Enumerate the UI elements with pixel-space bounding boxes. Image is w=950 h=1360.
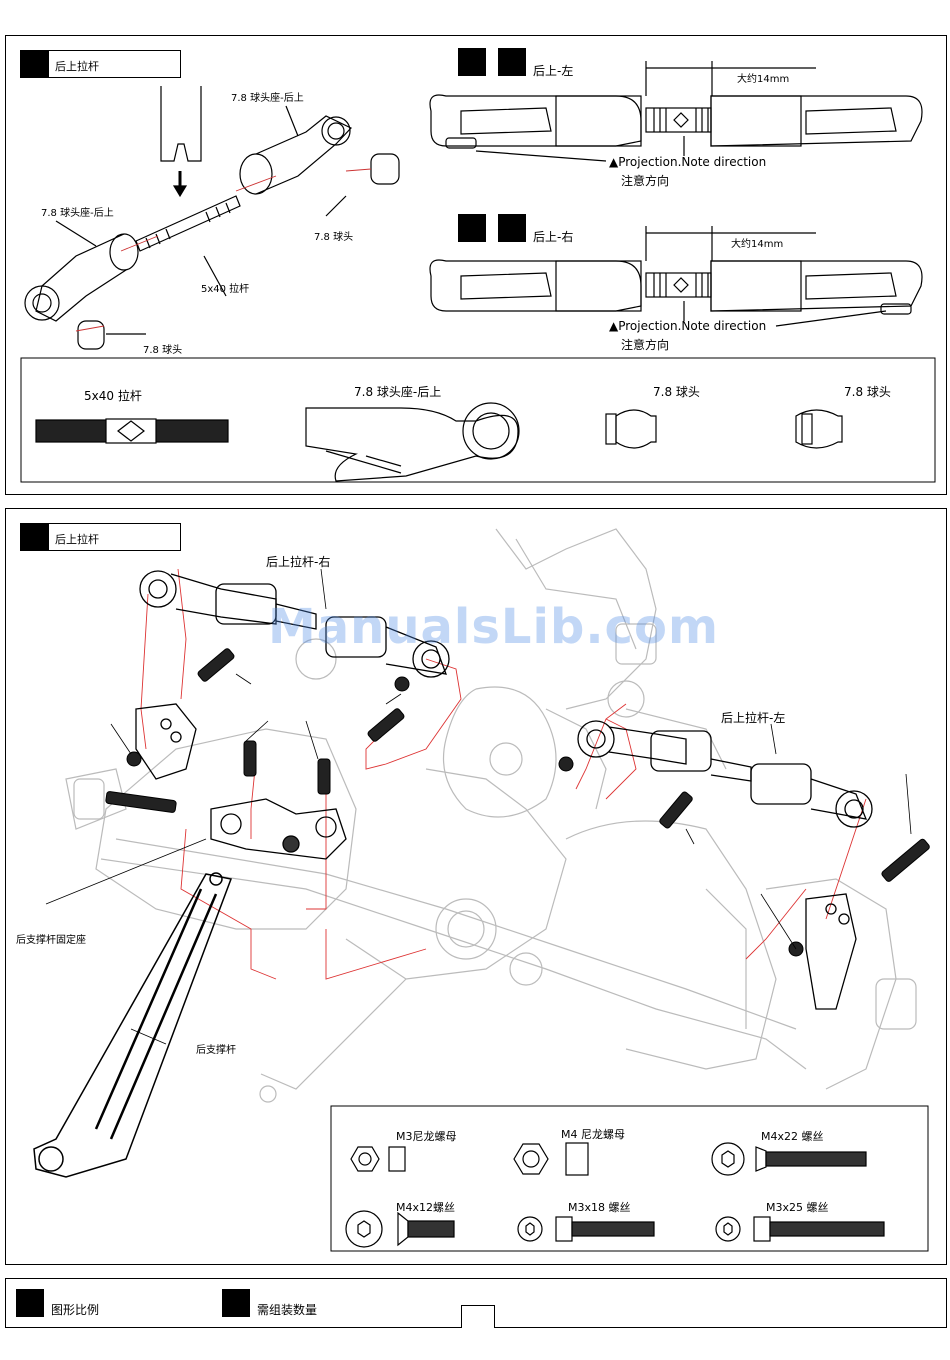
right-view-note-cn: 注意方向 <box>621 336 669 353</box>
label-balljoint-right: 7.8 球头 <box>314 228 353 243</box>
left-view-box-1 <box>458 48 486 76</box>
left-view-note-cn: 注意方向 <box>621 172 669 189</box>
label-balljoint-bottom: 7.8 球头 <box>143 341 182 356</box>
legend-panel: 图形比例 需组装数量 <box>5 1278 947 1328</box>
step2-title: 后上拉杆 <box>55 531 99 547</box>
right-view-dim: 大约14mm <box>731 235 783 250</box>
scale-box <box>16 1289 44 1317</box>
step1-drawing <box>6 36 946 494</box>
legend-quantity: 需组装数量 <box>257 1301 317 1318</box>
quantity-box <box>222 1289 250 1317</box>
label-rod-right: 后上拉杆-右 <box>266 553 330 570</box>
label-rod-left: 后上拉杆-左 <box>721 709 785 726</box>
legend-scale: 图形比例 <box>51 1301 99 1318</box>
part-label-balljoint-2: 7.8 球头 <box>844 383 891 400</box>
label-strut-mount: 后支撑杆固定座 <box>16 931 86 946</box>
hw-m4x12-screw: M4x12螺丝 <box>396 1199 455 1215</box>
step1-title: 后上拉杆 <box>55 58 99 74</box>
page-tab <box>461 1305 495 1328</box>
right-view-box-1 <box>458 214 486 242</box>
step1-header: 后上拉杆 <box>20 50 181 78</box>
part-label-balljoint-1: 7.8 球头 <box>653 383 700 400</box>
label-rod: 5x40 拉杆 <box>201 280 249 295</box>
left-view-title: 后上-左 <box>533 62 573 79</box>
label-rear-strut: 后支撑杆 <box>196 1041 236 1056</box>
hw-m3x25-screw: M3x25 螺丝 <box>766 1199 829 1215</box>
hw-m4x22-screw: M4x22 螺丝 <box>761 1128 824 1144</box>
watermark: ManualsLib.com <box>268 599 719 655</box>
part-label-ballseat: 7.8 球头座-后上 <box>354 383 441 400</box>
step2-panel: ManualsLib.com 后上拉杆 后上拉杆-右 后上拉杆-左 后支撑杆固定… <box>5 508 947 1265</box>
step-number-box <box>21 51 49 77</box>
step-number-box <box>21 524 49 550</box>
part-label-rod: 5x40 拉杆 <box>84 387 142 404</box>
hw-m4-nylon-nut: M4 尼龙螺母 <box>561 1126 625 1142</box>
left-view-dim: 大约14mm <box>737 70 789 85</box>
left-view-note-en: ▲Projection.Note direction <box>609 155 766 169</box>
hw-m3x18-screw: M3x18 螺丝 <box>568 1199 631 1215</box>
step1-panel: 后上拉杆 7.8 球头座-后上 7.8 球头座-后上 7.8 球头 5x40 拉… <box>5 35 947 495</box>
step2-header: 后上拉杆 <box>20 523 181 551</box>
right-view-box-2 <box>498 214 526 242</box>
label-ballseat-top: 7.8 球头座-后上 <box>231 89 304 104</box>
right-view-title: 后上-右 <box>533 228 573 245</box>
hw-m3-nylon-nut: M3尼龙螺母 <box>396 1128 457 1144</box>
left-view-box-2 <box>498 48 526 76</box>
label-ballseat-left: 7.8 球头座-后上 <box>41 204 114 219</box>
right-view-note-en: ▲Projection.Note direction <box>609 319 766 333</box>
